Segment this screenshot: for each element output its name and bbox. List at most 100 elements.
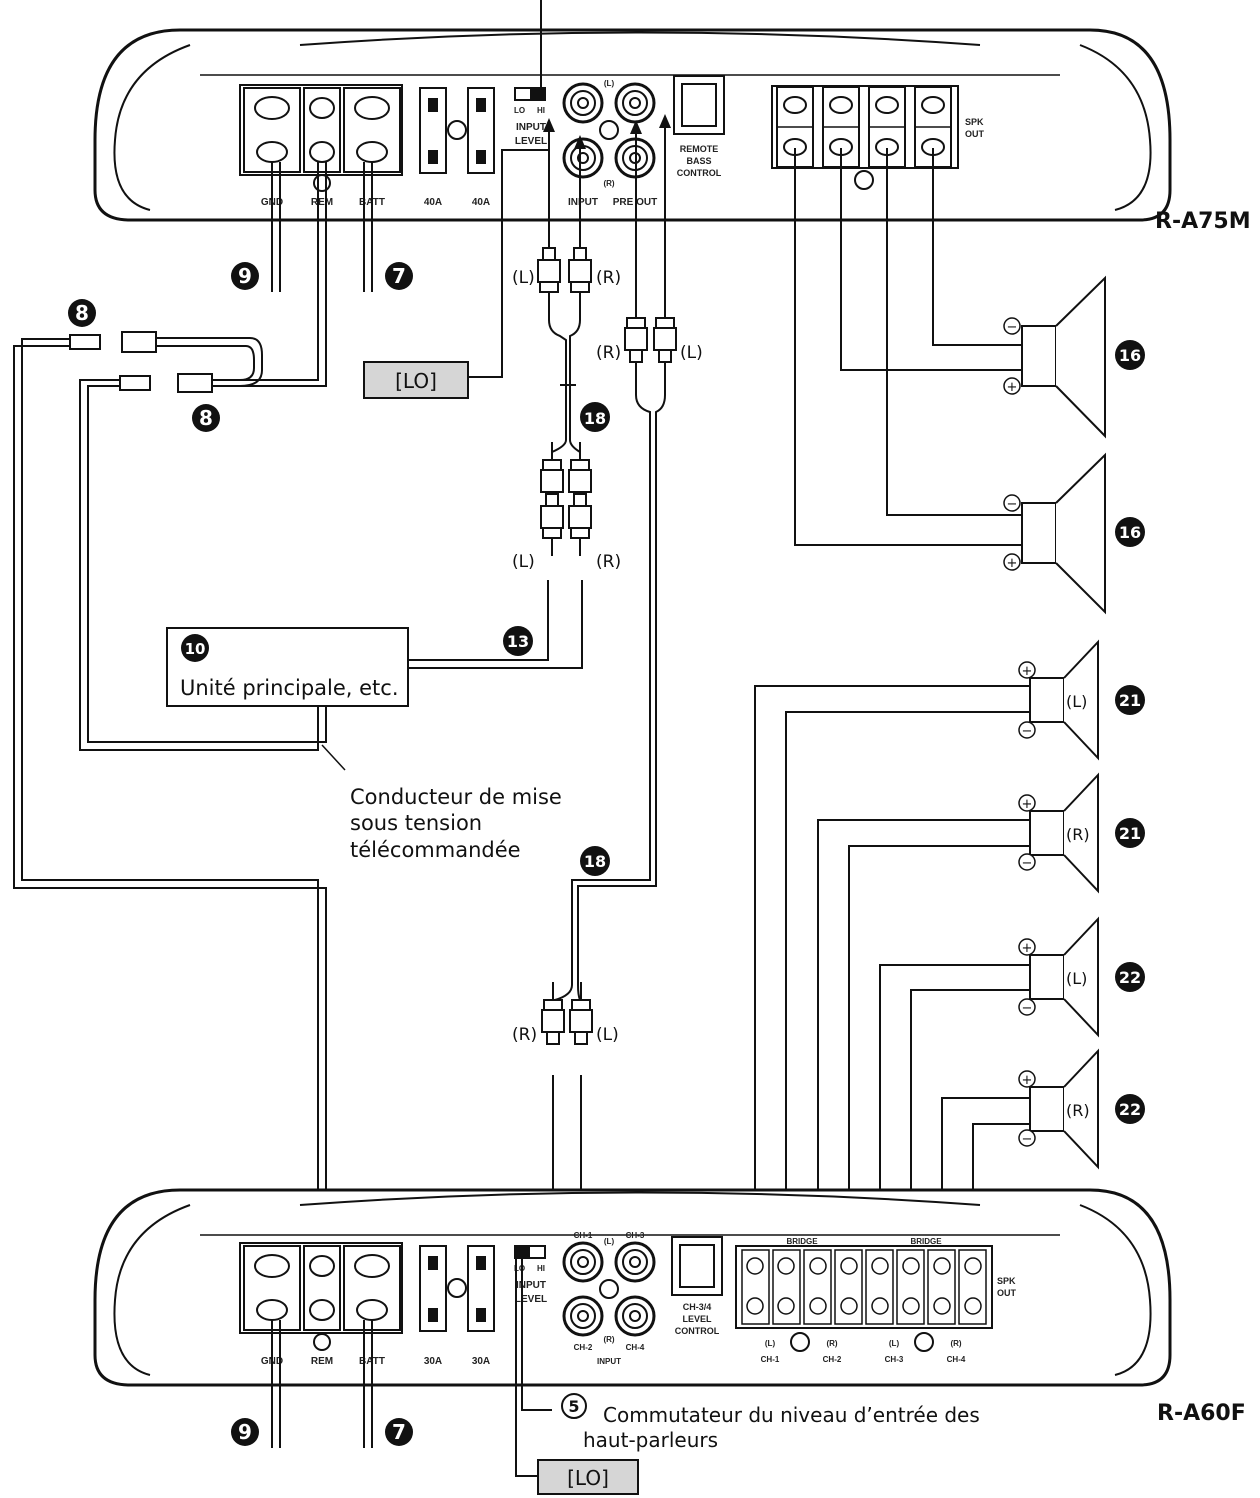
- top-terminal-rem: REM: [311, 197, 333, 208]
- bottom-ch3-label: CH-3: [626, 1231, 645, 1240]
- top-remote-bass-control[interactable]: REMOTE BASS CONTROL: [673, 75, 725, 178]
- svg-text:18: 18: [584, 852, 606, 871]
- bottom-input-level-2: LEVEL: [515, 1294, 547, 1305]
- callout-22-a: 22: [1115, 962, 1145, 992]
- spk16b-plus: +: [1007, 556, 1018, 571]
- model-top: R-A75M: [1155, 209, 1251, 234]
- top-input-level-switch[interactable]: LO HI INPUT LEVEL: [514, 87, 547, 147]
- bottom-ch4-jack[interactable]: [614, 1295, 656, 1337]
- spk16a-minus: −: [1007, 320, 1018, 335]
- spk21r-label: (R): [1066, 825, 1090, 844]
- plug-bottom-r: (R): [512, 1025, 537, 1045]
- remote-lead-caption: Conducteur de mise sous tension télécomm…: [321, 744, 562, 862]
- bottom-fuses: 30A 30A: [419, 1245, 495, 1367]
- bottom-ch3-name: CH-3: [885, 1355, 904, 1364]
- spk22l-minus: −: [1022, 1001, 1033, 1016]
- top-terminal-block: [243, 87, 401, 173]
- svg-text:21: 21: [1119, 691, 1141, 710]
- bottom-terminal-rem: REM: [311, 1356, 333, 1367]
- preout-rca-cable: (R) (L) (R) (L): [512, 114, 703, 1316]
- callout-7-top: 7: [385, 262, 413, 290]
- top-remote-3: CONTROL: [677, 168, 722, 178]
- input-rca-cable: (L) (R) (L) (R): [408, 118, 621, 669]
- bottom-control-2: LEVEL: [682, 1314, 712, 1324]
- bottom-ch2-label: CH-2: [574, 1343, 593, 1352]
- svg-text:7: 7: [392, 264, 406, 288]
- top-power-wires: [215, 162, 373, 387]
- bottom-ch4-name: CH-4: [947, 1355, 966, 1364]
- top-remote-2: BASS: [686, 156, 711, 166]
- bottom-ch-l-2: (L): [889, 1339, 900, 1348]
- bottom-control-3: CONTROL: [675, 1326, 720, 1336]
- spk22l-plus: +: [1022, 941, 1033, 956]
- remote-lead-3: télécommandée: [350, 838, 521, 862]
- svg-text:16: 16: [1119, 523, 1141, 542]
- bottom-amplifier: GND REM BATT 30A 30A LO HI INPUT LEVEL C…: [93, 1188, 1172, 1387]
- bottom-ch34-level-control[interactable]: CH-3/4 LEVEL CONTROL: [671, 1236, 723, 1336]
- plug-mid-r: (R): [596, 552, 621, 572]
- speaker-22-l: (L) + −: [1018, 916, 1099, 1038]
- bottom-ch2-jack[interactable]: [562, 1295, 604, 1337]
- bottom-rca-r: (R): [603, 1335, 614, 1344]
- bottom-speaker-terminals: BRIDGE BRIDGE (L) (R) (L) (R) CH-1 CH-2 …: [735, 1237, 1017, 1364]
- head-unit-label: Unité principale, etc.: [180, 676, 399, 700]
- bottom-speaker-wires: [754, 685, 1030, 1262]
- model-bottom: R-A60F: [1157, 1401, 1246, 1426]
- bottom-ch1-jack[interactable]: [562, 1241, 604, 1283]
- top-fuse-2: 40A: [472, 197, 490, 208]
- top-input-level-2: LEVEL: [515, 136, 547, 147]
- bottom-fuse-1: 30A: [424, 1356, 442, 1367]
- top-fuses: 40A 40A: [419, 87, 495, 208]
- svg-text:8: 8: [75, 301, 89, 325]
- plug-bottom-l: (L): [596, 1025, 619, 1045]
- svg-text:22: 22: [1119, 968, 1141, 987]
- top-amplifier: GND REM BATT 40A 40A LO HI INPUT LEVEL: [93, 0, 1172, 222]
- callout-16-b: 16: [1115, 517, 1145, 547]
- top-spk-out-2: OUT: [965, 129, 985, 139]
- svg-text:10: 10: [185, 640, 206, 658]
- svg-text:16: 16: [1119, 346, 1141, 365]
- top-speaker-wires: [794, 148, 1022, 546]
- callout-8-a: 8: [68, 299, 96, 327]
- spk21l-label: (L): [1066, 692, 1087, 711]
- switch-caption-1: Commutateur du niveau d’entrée des: [603, 1403, 980, 1427]
- speaker-21-l: (L) + −: [1018, 639, 1099, 761]
- top-preout-jack-l[interactable]: [614, 82, 656, 124]
- top-switch-lo: LO: [514, 106, 525, 115]
- bottom-fuse-2: 30A: [472, 1356, 490, 1367]
- circled-5: 5: [568, 1397, 579, 1416]
- spk21l-minus: −: [1022, 724, 1033, 739]
- bridge-label-2: BRIDGE: [910, 1237, 942, 1246]
- bottom-input-level-switch[interactable]: LO HI INPUT LEVEL: [514, 1245, 547, 1305]
- spk16a-plus: +: [1007, 380, 1018, 395]
- spk22l-label: (L): [1066, 969, 1087, 988]
- bottom-ch4-label: CH-4: [626, 1343, 645, 1352]
- remote-lead-connectors: [13, 331, 327, 1300]
- bottom-ch-r-2: (R): [950, 1339, 961, 1348]
- bottom-rca-l: (L): [604, 1237, 615, 1246]
- svg-text:9: 9: [238, 264, 252, 288]
- switch-caption: 5 Commutateur du niveau d’entrée des hau…: [515, 1258, 980, 1495]
- remote-lead-2: sous tension: [350, 811, 482, 835]
- bottom-ch1-label: CH-1: [574, 1231, 593, 1240]
- callout-21-a: 21: [1115, 685, 1145, 715]
- lo-label-bottom: [LO]: [567, 1466, 609, 1490]
- top-spk-out-1: SPK: [965, 117, 984, 127]
- callout-9-bottom: 9: [231, 1418, 259, 1446]
- bottom-power-wires: [271, 1320, 373, 1448]
- svg-text:21: 21: [1119, 824, 1141, 843]
- callout-16-a: 16: [1115, 340, 1145, 370]
- spk22r-minus: −: [1022, 1132, 1033, 1147]
- top-input-jack-l[interactable]: [562, 82, 604, 124]
- bottom-ch-r-1: (R): [826, 1339, 837, 1348]
- plug-preout-r: (R): [596, 343, 621, 363]
- speaker-16-top: − +: [1003, 275, 1106, 439]
- top-remote-1: REMOTE: [680, 144, 719, 154]
- callout-9-top: 9: [231, 262, 259, 290]
- spk21r-minus: −: [1022, 856, 1033, 871]
- bottom-ch3-jack[interactable]: [614, 1241, 656, 1283]
- callout-10: 10: [181, 634, 209, 662]
- top-rca-l: (L): [604, 79, 615, 88]
- head-unit-box: Unité principale, etc.: [166, 627, 409, 707]
